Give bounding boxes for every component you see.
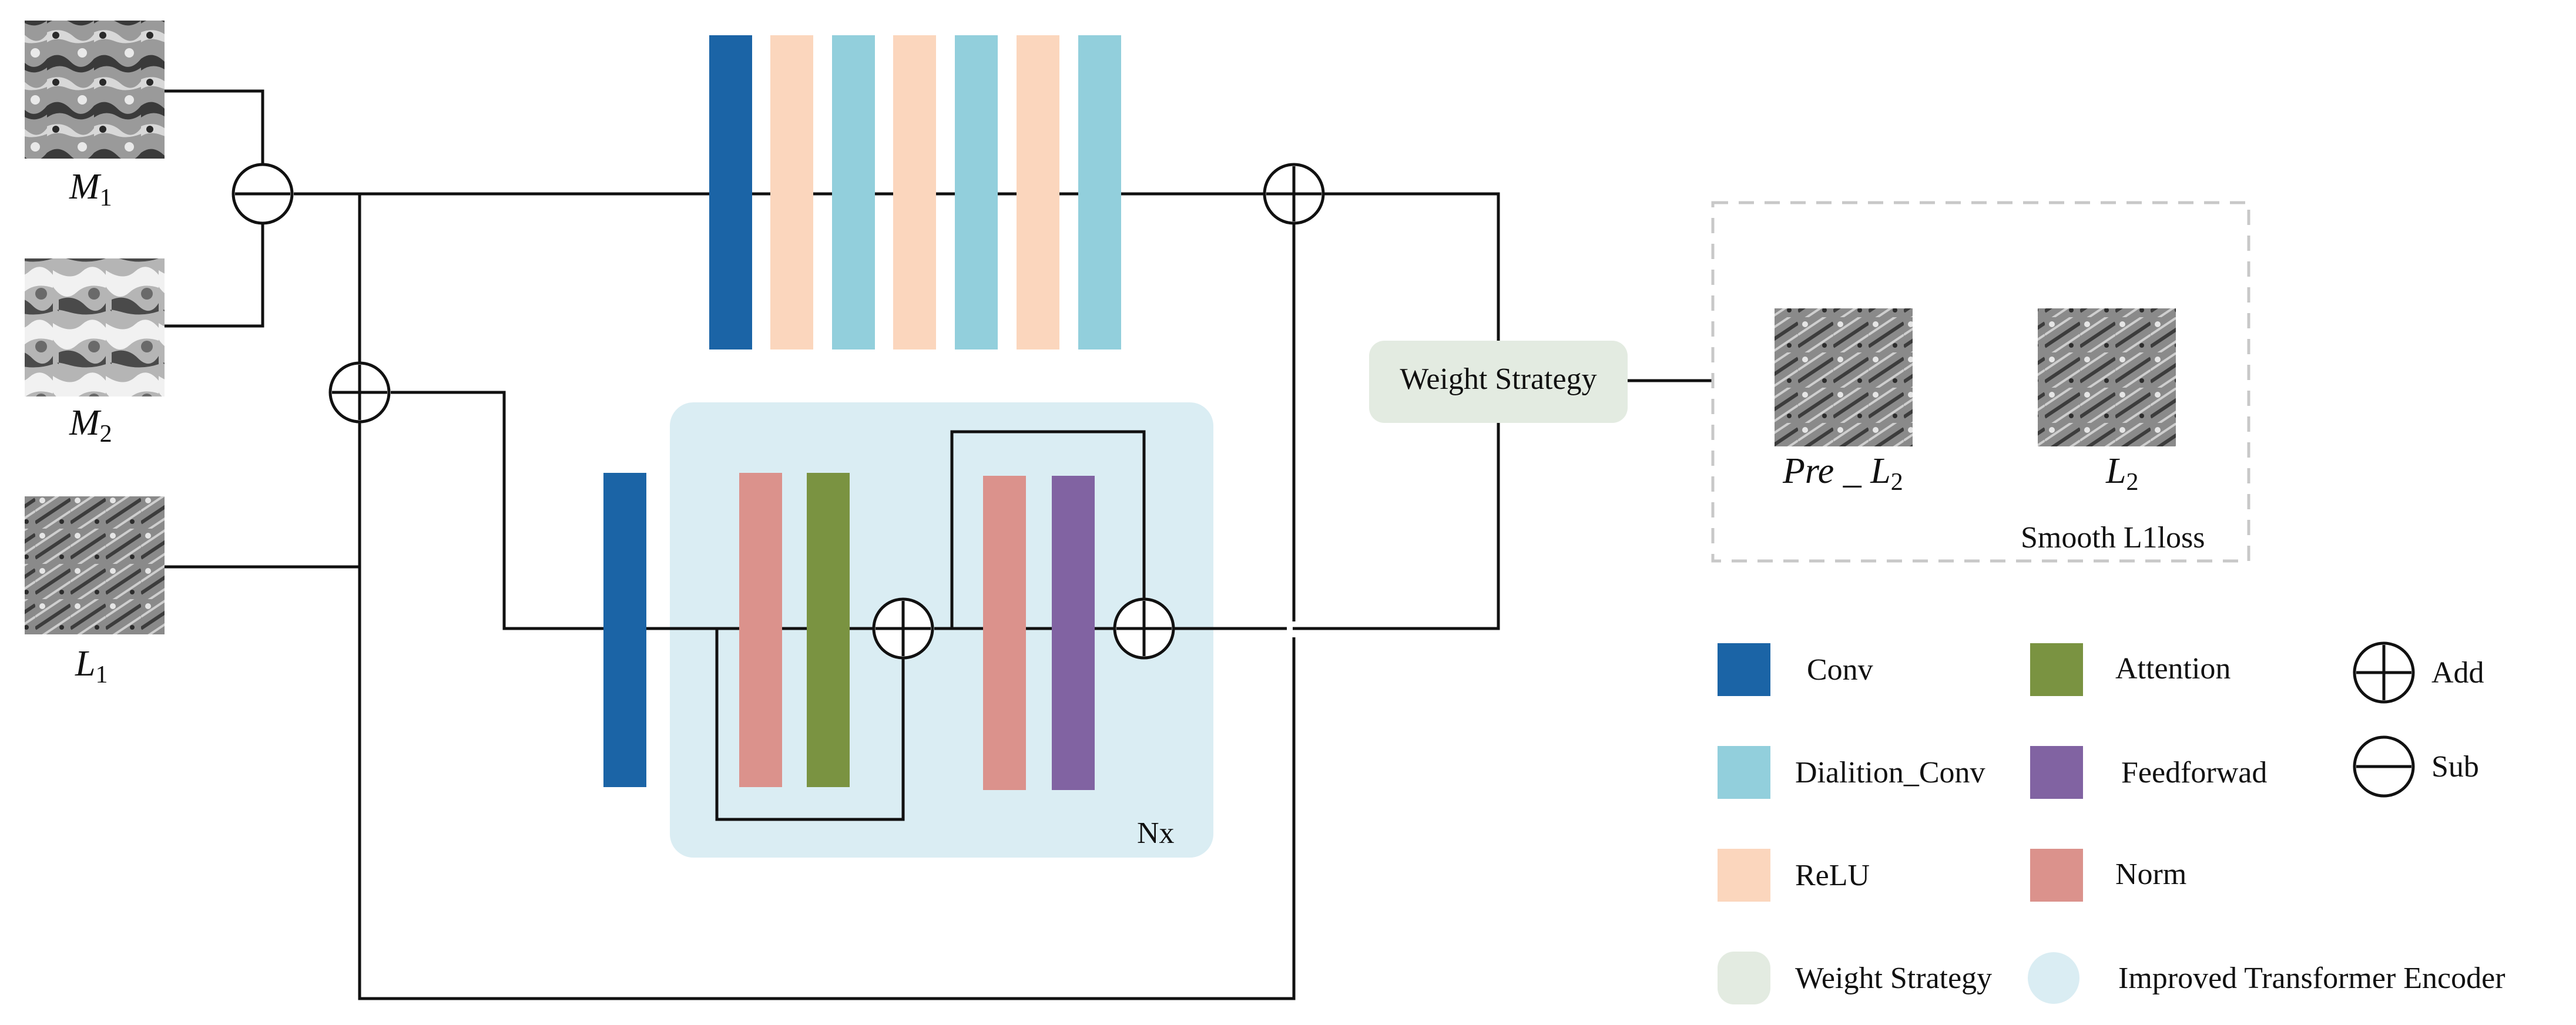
norm-block <box>739 473 782 787</box>
legend-swatch-attention <box>2030 643 2083 696</box>
legend-label-add: Add <box>2431 656 2484 690</box>
weight-strategy-label: Weight Strategy <box>1400 362 1596 396</box>
label-m1: M1 <box>69 167 112 211</box>
add-operator-attn <box>872 597 934 660</box>
legend-label-sub: Sub <box>2431 750 2479 784</box>
legend-label-feedforward: Feedforwad <box>2121 756 2267 789</box>
dilation-conv-block <box>955 35 998 349</box>
conv-block-lower <box>603 473 646 787</box>
legend-label-dilation-conv: Dialition_Conv <box>1795 756 1985 789</box>
legend-add-icon <box>2353 641 2415 704</box>
legend-label-conv: Conv <box>1807 653 1873 687</box>
loss-label: Smooth L1loss <box>2021 521 2205 554</box>
pred-image <box>1775 308 1913 446</box>
input-image-l1 <box>25 496 165 634</box>
relu-block <box>770 35 813 349</box>
relu-block <box>1017 35 1059 349</box>
legend-swatch-norm <box>2030 849 2083 902</box>
dilation-conv-block <box>832 35 875 349</box>
sub-operator-inputs <box>232 163 294 225</box>
norm-block <box>983 476 1026 790</box>
legend-label-relu: ReLU <box>1795 859 1870 892</box>
feedforward-block <box>1052 476 1095 790</box>
legend-swatch-conv <box>1718 643 1770 696</box>
legend-label-attention: Attention <box>2115 652 2230 685</box>
legend-swatch-relu <box>1718 849 1770 902</box>
attention-block <box>807 473 850 787</box>
legend-label-transformer-encoder: Improved Transformer Encoder <box>2118 962 2505 995</box>
input-image-m1 <box>25 21 165 159</box>
target-label: L2 <box>2105 451 2138 496</box>
legend-swatch-weight-strategy <box>1718 952 1770 1004</box>
label-l1: L1 <box>75 644 108 688</box>
add-operator-l1 <box>328 361 391 424</box>
dilation-conv-block <box>1078 35 1121 349</box>
legend-label-norm: Norm <box>2115 858 2186 891</box>
input-image-m2 <box>25 258 165 396</box>
output-loss-box <box>1711 201 2250 563</box>
legend-label-weight-strategy: Weight Strategy <box>1795 962 1992 995</box>
legend-swatch-feedforward <box>2030 746 2083 799</box>
legend-sub-icon <box>2353 735 2415 798</box>
conv-block <box>709 35 752 349</box>
repeat-label: Nx <box>1137 816 1175 850</box>
legend: Conv Dialition_Conv ReLU Weight Strategy… <box>1718 641 2505 1004</box>
legend-swatch-transformer-encoder <box>2028 952 2079 1004</box>
add-operator-ffn <box>1113 597 1175 660</box>
top-conv-stack <box>709 35 1121 349</box>
relu-block <box>893 35 936 349</box>
target-image <box>2038 308 2176 446</box>
legend-swatch-dilation-conv <box>1718 746 1770 799</box>
label-m2: M2 <box>69 403 112 448</box>
pred-label: Pre _ L2 <box>1782 451 1903 496</box>
add-operator-top <box>1263 163 1325 225</box>
weight-strategy-box <box>1369 341 1628 423</box>
